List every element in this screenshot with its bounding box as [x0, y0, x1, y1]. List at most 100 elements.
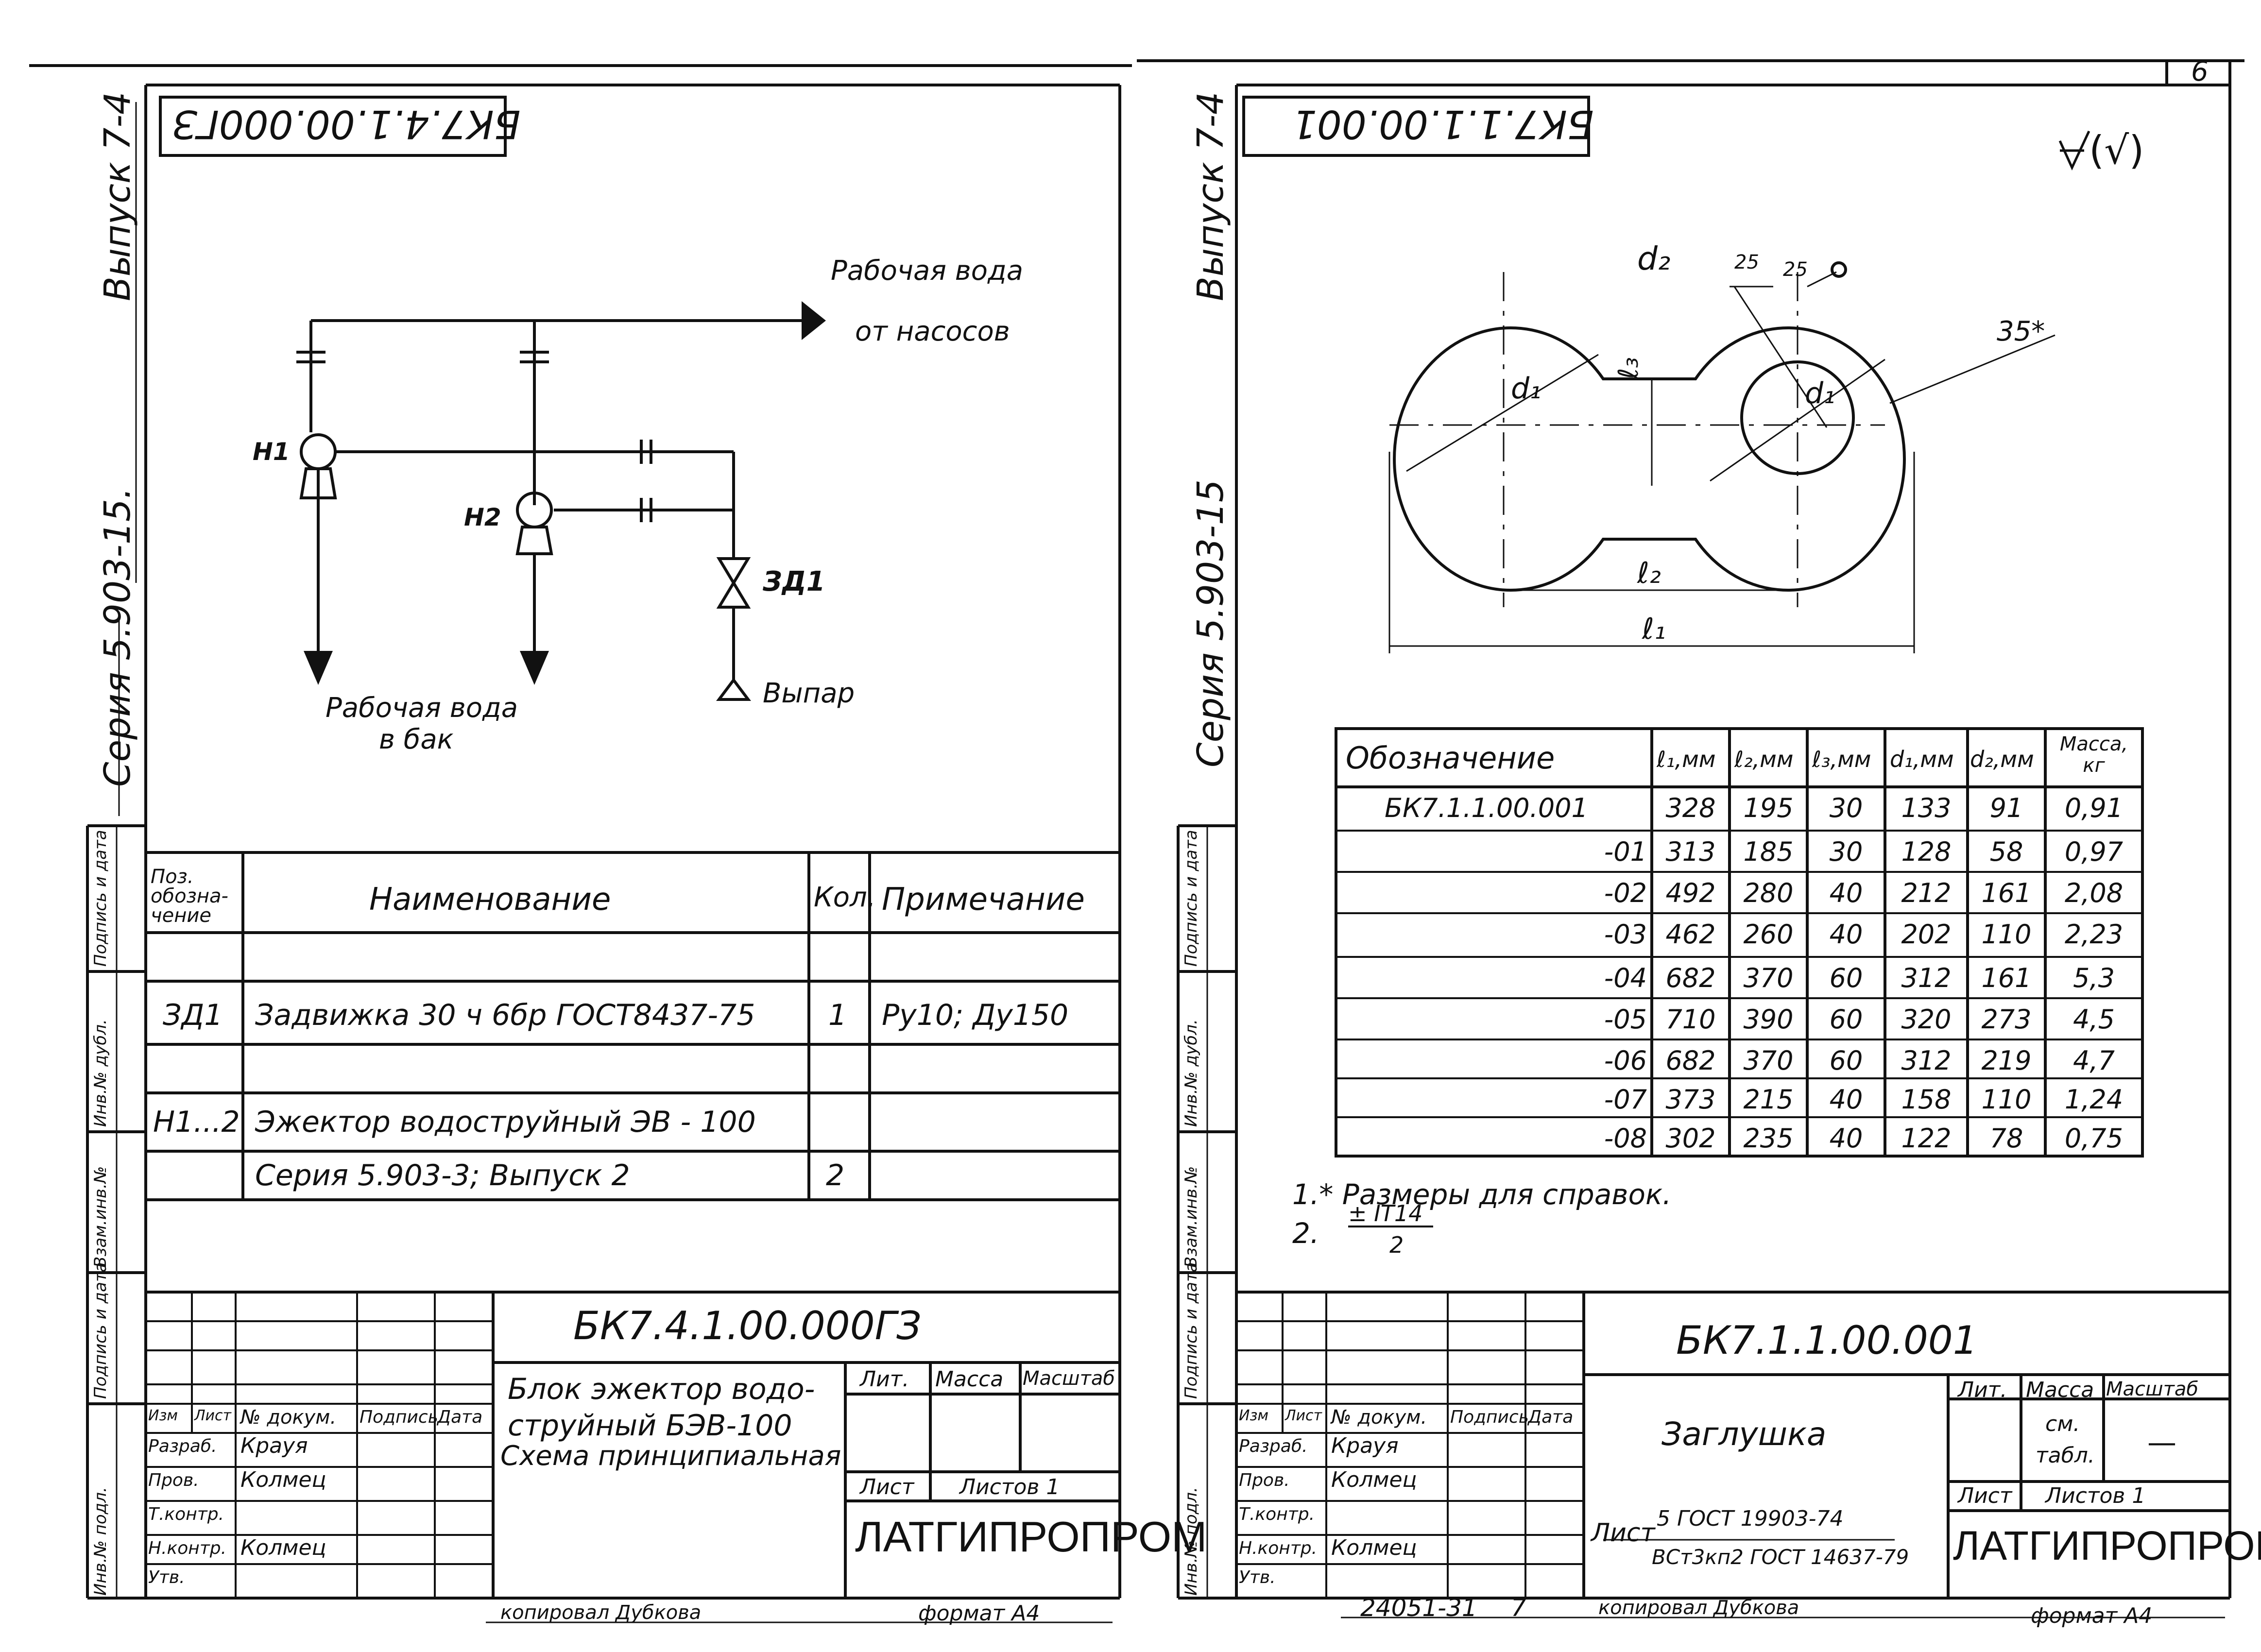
right-name-4: Колмец [1331, 1535, 1417, 1560]
table-cell-value: 110 [1981, 1084, 2032, 1115]
right-bottom-number: 24051-31 [1360, 1594, 1477, 1622]
right-scale-value: — [2147, 1426, 2176, 1460]
table-cell-designation: -04 [1604, 963, 1647, 993]
left-scale-label: Масштаб [1023, 1367, 1115, 1390]
right-copied-by: копировал Дубкова [1598, 1597, 1799, 1619]
left-mass-label: Масса [935, 1367, 1004, 1392]
table-cell-value: 91 [1989, 793, 2023, 823]
left-sheets-label: Листов 1 [959, 1475, 1060, 1499]
table-cell-designation: -01 [1604, 836, 1647, 867]
spec-header-note: Примечание [882, 882, 1085, 918]
left-col-date: Дата [437, 1407, 483, 1427]
dim-r25-a: 25 [1734, 251, 1759, 273]
right-side-label-4: Инв.№ дубл. [1182, 1019, 1201, 1127]
table-cell-value: 312 [1901, 963, 1952, 993]
left-title-name-2: струйный БЭВ-100 [508, 1409, 792, 1443]
dim-35: 35* [1997, 316, 2045, 347]
table-cell-value: 2,23 [2064, 919, 2124, 950]
left-role-3: Т.контр. [148, 1504, 224, 1524]
note-2-denominator: 2 [1389, 1232, 1404, 1258]
right-mass-label: Масса [2026, 1378, 2094, 1402]
table-cell-value: 370 [1743, 963, 1794, 993]
table-cell-value: 0,97 [2064, 836, 2124, 867]
left-stamp-code: БК7.4.1.00.000ГЗ [172, 102, 521, 147]
right-issue-label: Выпуск 7-4 [1190, 91, 1232, 301]
table-cell-value: 492 [1665, 878, 1716, 908]
spec-row-3-name: Серия 5.903-3; Выпуск 2 [255, 1158, 630, 1192]
right-lit-label: Лит. [1958, 1378, 2007, 1402]
spec-header-qty: Кол. [814, 882, 876, 913]
right-format: формат А4 [2031, 1603, 2153, 1628]
dim-d2: d₂ [1637, 240, 1671, 277]
table-cell-value: 1,24 [2064, 1084, 2124, 1115]
left-col-doc: № докум. [240, 1406, 337, 1429]
left-issue-label: Выпуск 7-4 [97, 91, 138, 301]
table-cell-value: 40 [1829, 1123, 1863, 1154]
right-role-3: Т.контр. [1239, 1504, 1315, 1524]
left-side-label-5: Подпись и дата [91, 830, 110, 967]
right-org-name: ЛАТГИПРОПРОМ [1953, 1523, 2261, 1568]
table-cell-value: 161 [1981, 963, 2032, 993]
table-cell-value: 313 [1665, 836, 1716, 867]
table-cell-value: 219 [1981, 1045, 2032, 1076]
spec-row-1-pos: ЗД1 [163, 998, 223, 1032]
right-mass-value-1: см. [2045, 1412, 2080, 1436]
table-cell-value: 260 [1743, 919, 1794, 950]
spec-row-1-name: Задвижка 30 ч 6бр ГОСТ8437-75 [255, 998, 755, 1032]
table-header-l3: ℓ₃,мм [1812, 746, 1871, 772]
page-number: 6 [2191, 56, 2209, 87]
table-cell-designation: -06 [1604, 1045, 1647, 1076]
table-cell-value: 5,3 [2073, 963, 2115, 993]
table-cell-value: 312 [1901, 1045, 1952, 1076]
table-cell-value: 128 [1901, 836, 1952, 867]
left-title-name-1: Блок эжектор водо- [508, 1372, 815, 1406]
note-1: 1.* Размеры для справок. [1292, 1178, 1672, 1211]
table-cell-value: 60 [1829, 1045, 1863, 1076]
table-cell-value: 235 [1743, 1123, 1794, 1154]
left-format: формат А4 [918, 1601, 1040, 1626]
left-side-label-2: Подпись и дата [91, 1262, 110, 1399]
table-cell-value: 122 [1901, 1123, 1952, 1154]
right-material-1: 5 ГОСТ 19903-74 [1657, 1506, 1844, 1531]
right-series-label: Серия 5.903-15 [1190, 479, 1232, 767]
left-sheet-label: Лист [860, 1475, 914, 1499]
right-sheets-label: Листов 1 [2045, 1483, 2146, 1508]
table-cell-value: 373 [1665, 1084, 1716, 1115]
right-sheet-label: Лист [1958, 1483, 2012, 1508]
table-cell-value: 320 [1901, 1004, 1952, 1035]
right-side-label-5: Подпись и дата [1182, 830, 1201, 967]
left-side-label-4: Инв.№ дубл. [91, 1019, 110, 1127]
table-cell-value: 4,5 [2073, 1004, 2115, 1035]
table-cell-value: 682 [1665, 963, 1716, 993]
right-name-1: Крауя [1331, 1433, 1399, 1458]
scheme-outlet-label: Выпар [763, 678, 855, 709]
dim-l1: ℓ₁ [1642, 612, 1666, 646]
table-cell-value: 195 [1743, 793, 1794, 823]
left-role-2: Пров. [148, 1470, 199, 1490]
spec-row-1-note: Ру10; Ду150 [882, 998, 1069, 1032]
left-col-izm: Изм [148, 1407, 178, 1424]
right-bottom-page: 7 [1511, 1594, 1526, 1622]
table-cell-value: 2,08 [2064, 878, 2124, 908]
dim-r25-b: 25 [1783, 258, 1808, 281]
spec-row-3-qty: 2 [826, 1158, 845, 1192]
table-cell-value: 30 [1829, 793, 1863, 823]
table-cell-value: 161 [1981, 878, 2032, 908]
right-role-4: Н.контр. [1239, 1538, 1318, 1558]
scheme-water-to-tank-2: в бак [379, 724, 454, 755]
table-cell-value: 58 [1989, 836, 2023, 867]
table-header-l1: ℓ₁,мм [1657, 746, 1716, 772]
right-col-izm: Изм [1239, 1407, 1269, 1424]
left-role-4: Н.контр. [148, 1538, 227, 1558]
table-cell-value: 110 [1981, 919, 2032, 950]
spec-row-2-pos: Н1...2 [153, 1105, 240, 1139]
dim-l2: ℓ₂ [1637, 556, 1661, 590]
right-role-5: Утв. [1239, 1567, 1276, 1587]
table-cell-designation: -03 [1604, 919, 1647, 950]
right-role-2: Пров. [1239, 1470, 1290, 1490]
left-role-5: Утв. [148, 1567, 185, 1587]
table-cell-value: 78 [1989, 1123, 2023, 1154]
table-cell-value: 40 [1829, 878, 1863, 908]
right-stamp-code: БК7.1.1.00.001 [1292, 102, 1594, 147]
